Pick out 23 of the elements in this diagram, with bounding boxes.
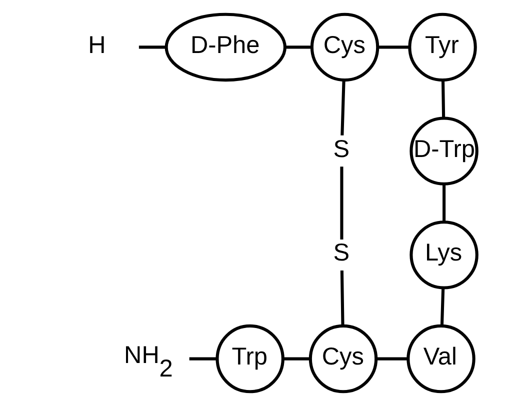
- node-ellipse: D-Phe: [164, 12, 286, 82]
- node-circle: Cys: [310, 12, 379, 82]
- connector: [138, 46, 166, 49]
- node-text: S: [332, 240, 350, 267]
- node-circle: Lys: [409, 220, 478, 290]
- connector: [440, 288, 444, 326]
- node-circle: Tyr: [408, 12, 476, 82]
- node-circle: Cys: [308, 324, 378, 394]
- node-text: S: [332, 136, 350, 163]
- connector: [440, 80, 445, 118]
- connector: [376, 357, 408, 360]
- connector: [188, 357, 216, 360]
- connector: [283, 357, 310, 360]
- connector: [340, 166, 343, 240]
- connector: [284, 46, 312, 49]
- connector: [377, 46, 410, 49]
- node-text: H: [88, 32, 106, 60]
- node-circle: Trp: [215, 324, 284, 394]
- connector: [340, 80, 345, 136]
- node-circle: Val: [406, 324, 475, 394]
- connector: [442, 184, 446, 222]
- node-circle: D-Trp: [409, 116, 478, 186]
- connector: [340, 270, 344, 326]
